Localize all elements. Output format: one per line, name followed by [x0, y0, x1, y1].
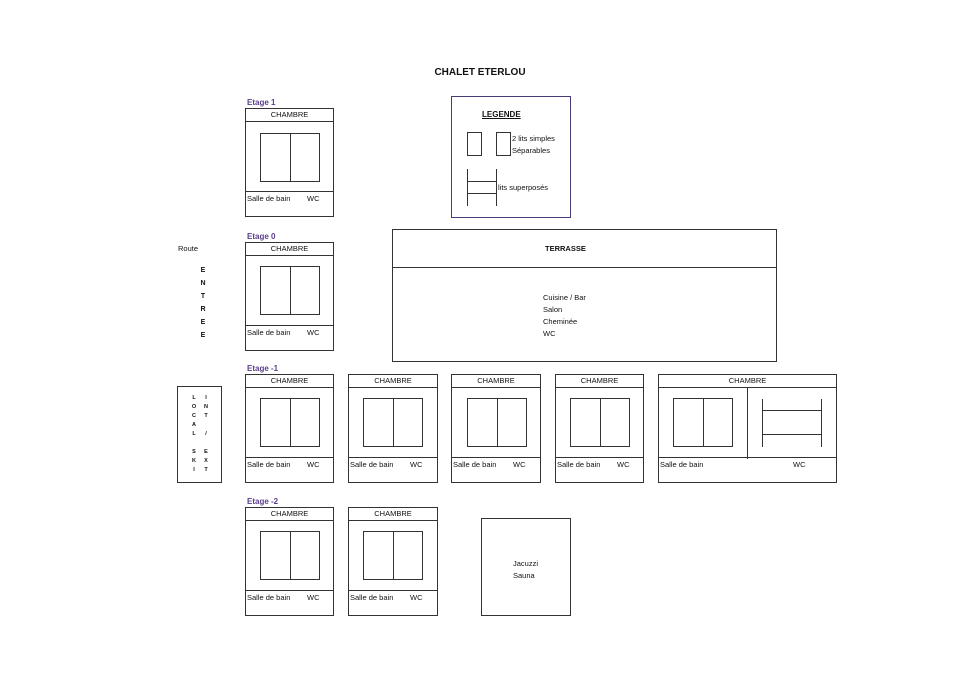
- legend-title: LEGENDE: [482, 110, 521, 119]
- bathroom-label: Salle de bain: [247, 194, 291, 203]
- room-etage-minus-1-c: CHAMBRE Salle de bain WC: [451, 374, 541, 483]
- bathroom-label: Salle de bain: [557, 460, 601, 469]
- room-facilities: Salle de bain WC: [246, 191, 333, 216]
- bathroom-label: Salle de bain: [350, 460, 394, 469]
- room-title: CHAMBRE: [246, 375, 333, 388]
- room-etage-minus-1-d: CHAMBRE Salle de bain WC: [555, 374, 644, 483]
- room-etage-minus-2-a: CHAMBRE Salle de bain WC: [245, 507, 334, 616]
- legend-bunk-label: lits superposés: [498, 183, 549, 192]
- plan-title: CHALET ETERLOU: [434, 67, 526, 78]
- room-title: CHAMBRE: [452, 375, 540, 388]
- twin-beds-icon: [260, 133, 320, 182]
- floor-label-etage-minus-2: Etage -2: [247, 497, 279, 506]
- room-facilities: Salle de bain WC: [246, 325, 333, 350]
- wc-label: WC: [793, 460, 806, 469]
- wc-label: WC: [307, 328, 320, 337]
- room-etage-1: CHAMBRE Salle de bain WC: [245, 108, 334, 217]
- room-title: CHAMBRE: [246, 508, 333, 521]
- single-bed-icon: [467, 132, 482, 156]
- room-title: CHAMBRE: [349, 508, 437, 521]
- room-etage-minus-1-a: CHAMBRE Salle de bain WC: [245, 374, 334, 483]
- twin-beds-icon: [467, 398, 527, 447]
- room-etage-minus-2-b: CHAMBRE Salle de bain WC: [348, 507, 438, 616]
- terrace-label: TERRASSE: [545, 244, 586, 253]
- twin-beds-icon: [260, 398, 320, 447]
- room-title: CHAMBRE: [556, 375, 643, 388]
- wc-label: WC: [410, 460, 423, 469]
- twin-beds-icon: [363, 398, 423, 447]
- room-etage-minus-1-b: CHAMBRE Salle de bain WC: [348, 374, 438, 483]
- room-etage-0: CHAMBRE Salle de bain WC: [245, 242, 334, 351]
- twin-beds-icon: [673, 398, 733, 447]
- single-bed-icon: [496, 132, 511, 156]
- bunk-bed-icon: [762, 399, 822, 447]
- bathroom-label: Salle de bain: [453, 460, 497, 469]
- twin-beds-icon: [570, 398, 630, 447]
- wc-label: WC: [513, 460, 526, 469]
- bunk-bed-icon: [467, 169, 497, 206]
- twin-beds-icon: [260, 531, 320, 580]
- wc-label: WC: [307, 593, 320, 602]
- legend-box: LEGENDE 2 lits simples Séparables lits s…: [451, 96, 571, 218]
- wc-label: WC: [410, 593, 423, 602]
- legend-twin-line2: Séparables: [512, 146, 550, 155]
- bathroom-label: Salle de bain: [247, 460, 291, 469]
- wc-label: WC: [307, 194, 320, 203]
- twin-beds-icon: [363, 531, 423, 580]
- wc-label: WC: [307, 460, 320, 469]
- floor-label-etage-1: Etage 1: [247, 98, 276, 107]
- room-title: CHAMBRE: [246, 109, 333, 122]
- room-title: CHAMBRE: [349, 375, 437, 388]
- bathroom-label: Salle de bain: [247, 328, 291, 337]
- bathroom-label: Salle de bain: [660, 460, 704, 469]
- floor-label-etage-0: Etage 0: [247, 232, 276, 241]
- twin-beds-icon: [260, 266, 320, 315]
- route-label: Route: [178, 244, 199, 253]
- floor-label-etage-minus-1: Etage -1: [247, 364, 279, 373]
- bathroom-label: Salle de bain: [247, 593, 291, 602]
- bathroom-label: Salle de bain: [350, 593, 394, 602]
- wc-label: WC: [617, 460, 630, 469]
- room-title: CHAMBRE: [246, 243, 333, 256]
- legend-twin-line1: 2 lits simples: [512, 134, 555, 143]
